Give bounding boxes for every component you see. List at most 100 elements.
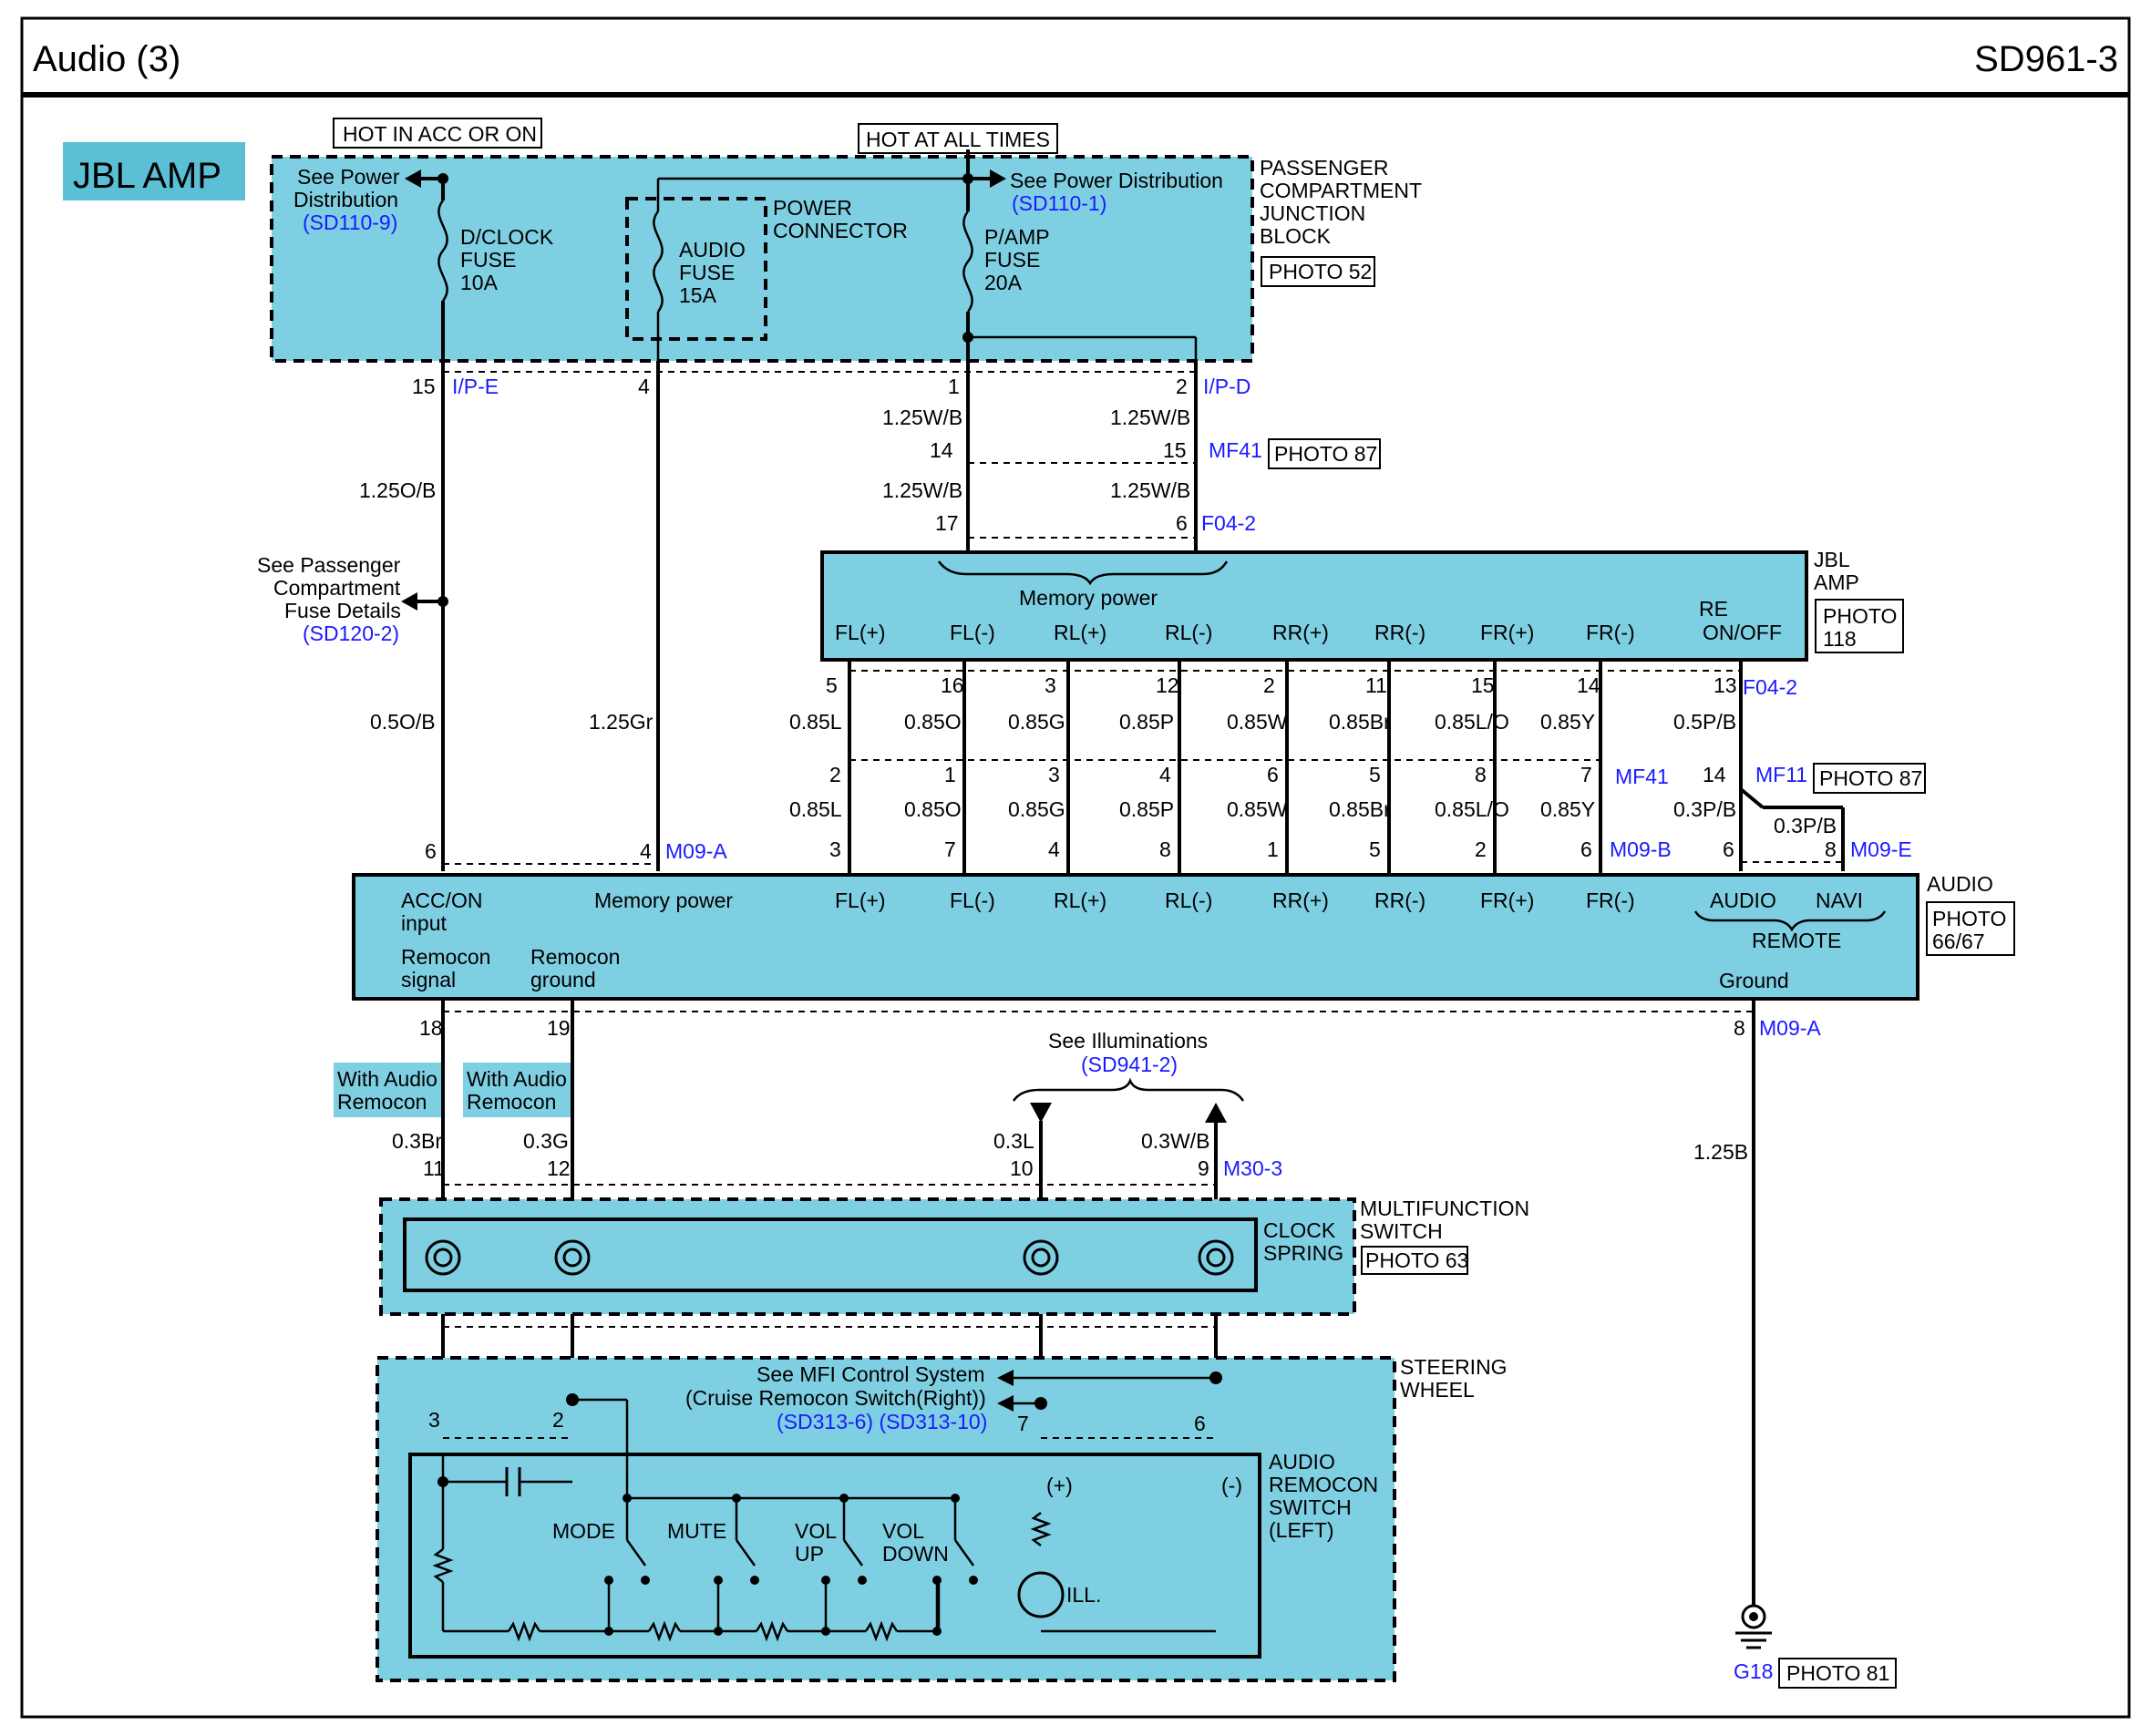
- fuse-details-ref: (SD120-2): [303, 621, 399, 645]
- mf41-pin-15: 15: [1163, 438, 1187, 462]
- mfi-line-1: See MFI Control System: [756, 1362, 985, 1386]
- m30-pin-12: 12: [547, 1156, 571, 1180]
- jb-photo-box: [1261, 256, 1375, 287]
- wire-label-black: 1.25B: [1693, 1140, 1748, 1164]
- junction-dot: [962, 173, 973, 184]
- fuse-audio-3: 15A: [679, 283, 717, 307]
- remocon-name-1: AUDIO: [1269, 1450, 1335, 1474]
- junction-dot: [437, 173, 448, 184]
- fuse-details-1: See Passenger: [257, 553, 401, 577]
- pin-2: 2: [1176, 375, 1188, 398]
- fuse-audio-2: FUSE: [679, 261, 735, 284]
- conn-m09a-bottom: M09-A: [1759, 1016, 1821, 1040]
- junction-dot: [962, 332, 973, 343]
- see-power-right: See Power Distribution: [1010, 169, 1223, 192]
- conn-ip-e: I/P-E: [452, 375, 499, 398]
- steering-wheel-body: [376, 1356, 1396, 1682]
- illumination-ref: (SD941-2): [1081, 1053, 1178, 1076]
- amp-terminal-label: FL(-): [950, 621, 995, 644]
- speaker-wire-label: 0.85L/O: [1435, 710, 1509, 734]
- clock-spring-icon: [1198, 1239, 1234, 1276]
- audio-unit: ACC/ON input Memory power Remocon signal…: [352, 872, 2015, 1001]
- junction-dot: [1034, 1397, 1047, 1410]
- junction-dot: [932, 1627, 942, 1636]
- resistor-icon: [507, 1620, 541, 1642]
- amp-terminal-label: FL(+): [835, 621, 886, 644]
- junction-block-body: [270, 155, 1254, 363]
- audio-fuse-icon: [653, 211, 664, 313]
- junction-dot: [604, 1627, 613, 1636]
- m30-pin-9: 9: [1198, 1156, 1209, 1180]
- audio-pin: 4: [1048, 837, 1060, 861]
- amp-pin: 16: [941, 673, 964, 697]
- switch-contact: [625, 1539, 647, 1567]
- audio-pin: 7: [944, 837, 956, 861]
- remocon-ground-2: ground: [530, 968, 596, 991]
- conn-m09e: M09-E: [1850, 837, 1912, 861]
- option-tag-2-a: With Audio: [467, 1067, 567, 1091]
- btn-vol-up-1: VOL: [795, 1519, 837, 1543]
- audio-terminal-label: RR(+): [1272, 889, 1329, 912]
- arrow-right-icon: [990, 169, 1006, 188]
- speaker-wire-label: 0.85Y: [1540, 710, 1595, 734]
- fuse-pamp-3: 20A: [984, 271, 1023, 294]
- wire-re-split: [1739, 787, 1765, 809]
- switch-terminal: [969, 1576, 978, 1585]
- clock-spring-icon: [562, 1248, 582, 1268]
- multifunction-switch: CLOCK SPRING MULTIFUNCTION SWITCH PHOTO …: [379, 1197, 1529, 1316]
- clock-spring-icon: [1206, 1248, 1226, 1268]
- wire-label-br: 0.3Br: [392, 1129, 442, 1153]
- conn-f04-top: F04-2: [1201, 511, 1256, 535]
- wire-label-l: 0.3L: [993, 1129, 1034, 1153]
- audio-pin-8: 8: [1825, 837, 1837, 861]
- audio-name: AUDIO: [1927, 872, 1993, 896]
- remocon-ground-1: Remocon: [530, 945, 620, 969]
- amp-pin: 15: [1471, 673, 1495, 697]
- amp-pin: 14: [1577, 673, 1600, 697]
- dclock-fuse-icon: [437, 200, 448, 302]
- mfs-name-2: SWITCH: [1360, 1219, 1443, 1243]
- speaker-wire-label: 0.85P: [1119, 710, 1174, 734]
- fuse-dclock-3: 10A: [460, 271, 499, 294]
- amp-photo-2: 118: [1823, 627, 1857, 651]
- memory-power-brace: [937, 560, 1229, 586]
- sw-pin-7: 7: [1017, 1412, 1029, 1435]
- wire-label-gray: 1.25Gr: [589, 710, 654, 734]
- ill-plus: (+): [1046, 1474, 1073, 1497]
- amp-photo-1: PHOTO: [1823, 604, 1897, 628]
- junction-dot: [714, 1627, 723, 1636]
- mf41-photo-box: [1268, 438, 1381, 469]
- conn-mf11: MF11: [1755, 763, 1807, 786]
- steering-name-1: STEERING: [1400, 1355, 1508, 1379]
- steering-wheel: STEERING WHEEL See MFI Control System (C…: [376, 1355, 1508, 1682]
- audio-memory-power: Memory power: [594, 889, 733, 912]
- hot-all-box: [858, 123, 1058, 154]
- arrow-left-icon: [401, 592, 417, 611]
- speaker-wire-label: 0.85Y: [1540, 797, 1595, 821]
- clock-spring-box: [403, 1217, 1258, 1292]
- fuse-details-3: Fuse Details: [284, 599, 401, 622]
- switch-buttons: [604, 1494, 978, 1636]
- speaker-wire-label: 0.85W: [1227, 797, 1288, 821]
- amp-terminal-label: FR(-): [1586, 621, 1635, 644]
- btn-vol-down-1: VOL: [882, 1519, 924, 1543]
- wire-label-wb2: 1.25W/B: [1110, 406, 1190, 429]
- conn-ip-d: I/P-D: [1203, 375, 1250, 398]
- resistor-icon: [647, 1620, 682, 1642]
- power-connector-box: [625, 197, 767, 341]
- wire-label-wb1: 1.25W/B: [882, 406, 962, 429]
- wire-label-g: 0.3G: [523, 1129, 569, 1153]
- remocon-switch-box: [408, 1453, 1261, 1659]
- audio-pin: 5: [1369, 837, 1381, 861]
- arrow-left-icon: [997, 1370, 1014, 1386]
- audio-pin: 1: [1267, 837, 1279, 861]
- speaker-wire-label: 0.85G: [1008, 710, 1065, 734]
- junction-dot: [1209, 1371, 1222, 1384]
- illumination-brace: [1012, 1077, 1245, 1102]
- f04-pin-6: 6: [1176, 511, 1188, 535]
- audio-pin: 2: [1475, 837, 1487, 861]
- amp-terminals: FL(+)FL(-)RL(+)RL(-)RR(+)RR(-)FR(+)FR(-): [835, 621, 1635, 644]
- amp-terminal-label: RL(+): [1054, 621, 1106, 644]
- remote-brace: [1693, 910, 1887, 932]
